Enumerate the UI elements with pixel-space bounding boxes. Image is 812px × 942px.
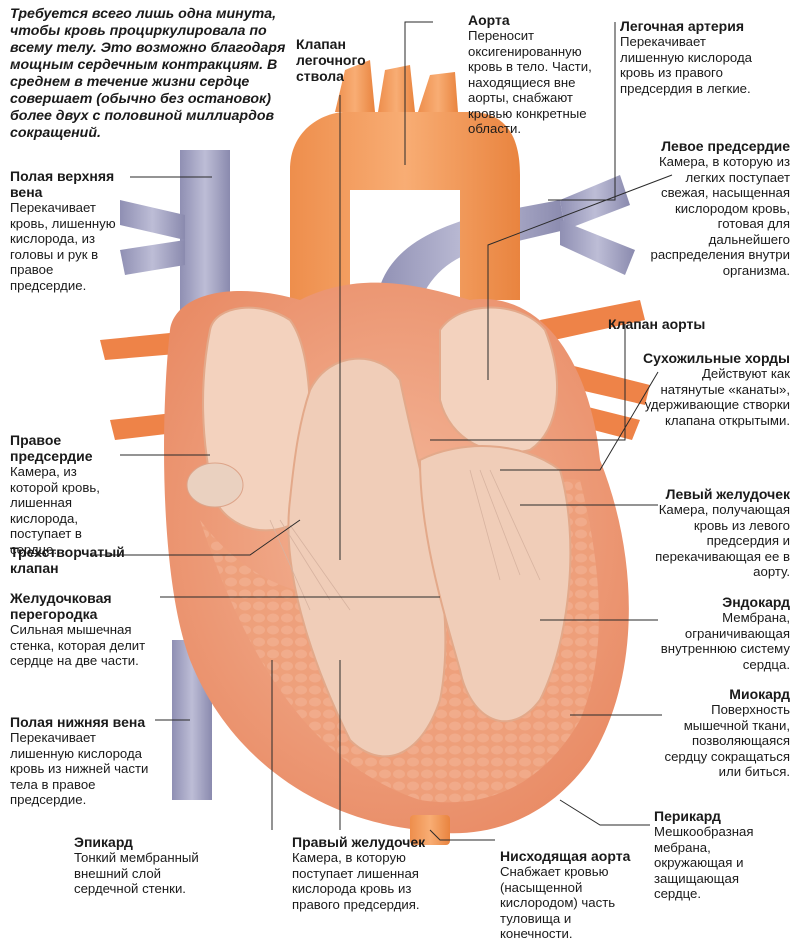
- label-desc: Камера, получающая кровь из левого предс…: [655, 502, 790, 579]
- label-title: Эпикард: [74, 834, 133, 850]
- right-ventricle-chamber: [287, 357, 447, 758]
- label-title: Полая верхняя вена: [10, 168, 115, 200]
- label-title: Левое предсердие: [661, 138, 790, 154]
- label-pulmonary-artery: Легочная артерия Перекачивает лишенную к…: [620, 18, 770, 96]
- label-desc: Снабжает кровью (насыщенной кислородом) …: [500, 864, 616, 941]
- chordae-tendineae: [269, 469, 541, 611]
- label-desc: Камера, в которую из легких поступает св…: [650, 154, 790, 278]
- label-title: Аорта: [468, 12, 510, 28]
- left-atrium-chamber: [439, 306, 558, 454]
- label-desc: Перекачивает лишенную кислорода кровь из…: [10, 730, 149, 807]
- label-pericardium: Перикард Мешкообразная мебрана, окружающ…: [654, 808, 784, 902]
- label-desc: Переносит оксигенированную кровь в тело.…: [468, 28, 592, 136]
- label-left-ventricle: Левый желудочек Камера, получающая кровь…: [640, 486, 790, 580]
- label-title: Нисходящая аорта: [500, 848, 631, 864]
- label-endocardium: Эндокард Мембрана, ограничивающая внутре…: [660, 594, 790, 672]
- label-title: Полая нижняя вена: [10, 714, 146, 730]
- label-aorta: Аорта Переносит оксигенированную кровь в…: [468, 12, 596, 137]
- label-desc: Тонкий мембранный внешний слой сердечной…: [74, 850, 199, 896]
- label-desc: Поверхность мышечной ткани, позволяющаяс…: [664, 702, 790, 779]
- label-myocardium: Миокард Поверхность мышечной ткани, позв…: [660, 686, 790, 780]
- label-epicardium: Эпикард Тонкий мембранный внешний слой с…: [74, 834, 224, 897]
- label-desc: Камера, из которой кровь, лишенная кисло…: [10, 464, 100, 557]
- label-desc: Сильная мышечная стенка, которая делит с…: [10, 622, 146, 668]
- label-chordae: Сухожильные хорды Действуют как натянуты…: [640, 350, 790, 428]
- label-title: Клапан аорты: [608, 316, 706, 332]
- label-tricuspid-valve: Трехстворчатый клапан: [10, 544, 125, 576]
- label-desc: Мембрана, ограничивающая внутреннюю сист…: [660, 610, 790, 672]
- label-ventricular-septum: Желудочковая перегородка Сильная мышечна…: [10, 590, 150, 669]
- label-title: Клапан легочного ствола: [296, 36, 366, 84]
- label-title: Правый желудочек: [292, 834, 426, 850]
- label-title: Эндокард: [722, 594, 790, 610]
- label-desc: Перекачивает кровь, лишенную кислорода, …: [10, 200, 116, 293]
- label-title: Перикард: [654, 808, 721, 824]
- label-title: Правое предсердие: [10, 432, 93, 464]
- label-title: Желудочковая перегородка: [10, 590, 112, 622]
- label-title: Сухожильные хорды: [642, 350, 790, 366]
- label-desc: Действуют как натянутые «канаты», удержи…: [644, 366, 790, 428]
- label-aortic-valve: Клапан аорты: [608, 316, 728, 332]
- left-ventricle-chamber: [418, 445, 572, 723]
- label-title: Левый желудочек: [665, 486, 790, 502]
- label-title: Трехстворчатый клапан: [10, 544, 125, 576]
- intro-text: Требуется всего лишь одна минута, чтобы …: [10, 6, 286, 141]
- label-desc: Перекачивает лишенную кислорода кровь из…: [620, 34, 753, 96]
- label-left-atrium: Левое предсердие Камера, в которую из ле…: [640, 138, 790, 278]
- leader-lines: [90, 21, 673, 841]
- label-title: Легочная артерия: [620, 18, 745, 34]
- label-descending-aorta: Нисходящая аорта Снабжает кровью (насыще…: [500, 848, 640, 942]
- label-right-atrium: Правое предсердие Камера, из которой кро…: [10, 432, 125, 557]
- label-right-ventricle: Правый желудочек Камера, в которую посту…: [292, 834, 442, 912]
- label-title: Миокард: [729, 686, 790, 702]
- label-inferior-vena-cava: Полая нижняя вена Перекачивает лишенную …: [10, 714, 160, 808]
- label-desc: Камера, в которую поступает лишенная кис…: [292, 850, 420, 912]
- label-pulmonary-valve: Клапан легочного ствола: [296, 36, 396, 84]
- label-superior-vena-cava: Полая верхняя вена Перекачивает кровь, л…: [10, 168, 122, 293]
- label-desc: Мешкообразная мебрана, окружающая и защи…: [654, 824, 754, 901]
